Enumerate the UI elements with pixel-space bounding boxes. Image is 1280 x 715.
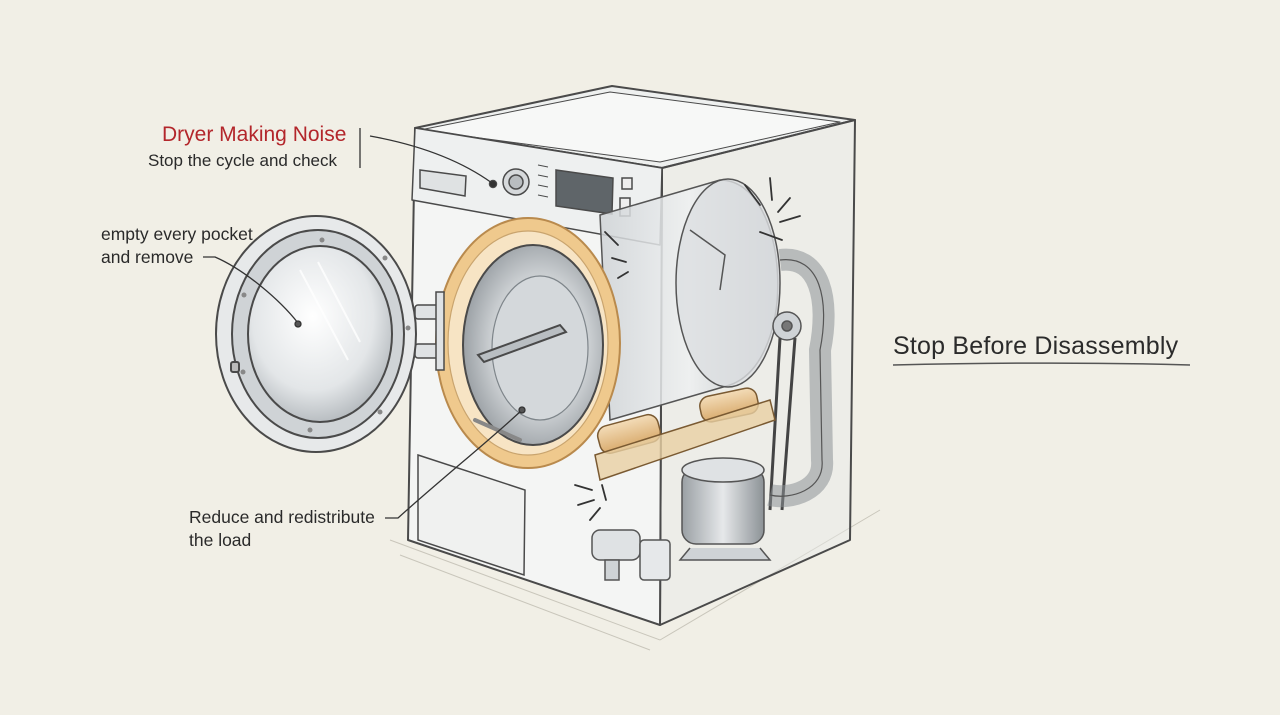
load-callout-line1: Reduce and redistribute xyxy=(189,507,375,527)
drum-rollers xyxy=(594,387,776,481)
load-callout-line2: the load xyxy=(189,530,252,550)
lower-panel xyxy=(417,453,526,577)
drum-internal xyxy=(599,178,835,511)
open-door xyxy=(215,215,417,453)
pump-valve xyxy=(591,529,671,581)
noise-callout-title: Dryer Making Noise xyxy=(162,123,347,146)
pocket-callout-line1: empty every pocket xyxy=(101,224,253,244)
noise-callout-subtitle: Stop the cycle and check xyxy=(148,151,338,170)
vibration-lines xyxy=(574,177,801,521)
drive-motor xyxy=(678,457,772,561)
door-opening xyxy=(435,217,621,469)
floor-shadow xyxy=(389,509,881,651)
pocket-callout-line2: and remove xyxy=(101,247,194,267)
leader-lines xyxy=(203,128,526,519)
side-title-underline xyxy=(892,362,1191,366)
side-title: Stop Before Disassembly xyxy=(893,332,1179,360)
